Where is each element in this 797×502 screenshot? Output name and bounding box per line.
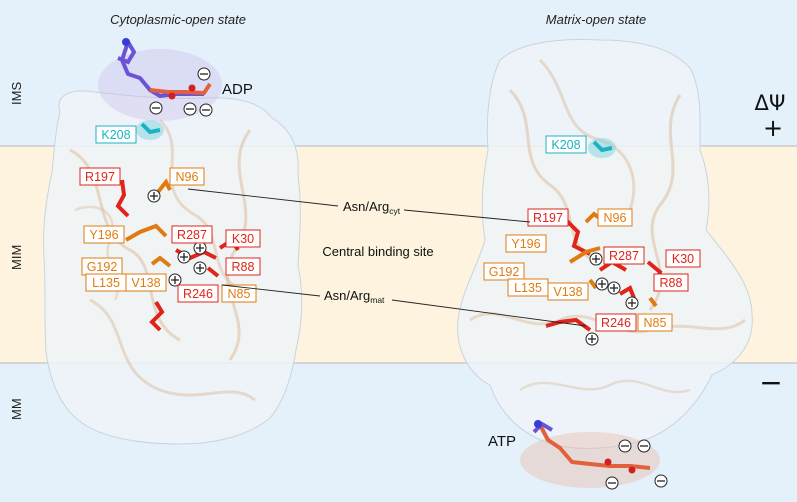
right-label-v138: V138 (553, 285, 582, 299)
left-label-r287: R287 (177, 228, 207, 242)
asn-arg-mat-subscript: mat (370, 295, 385, 305)
cytoplasmic-open-title: Cytoplasmic-open state (110, 12, 246, 27)
left-residue-labels: K208 R197 N96 Y196 R287 K30 G192 R88 L13… (79, 125, 261, 303)
asn-arg-mat-text: Asn/Arg (324, 288, 370, 303)
potential-minus-sign: − (759, 366, 782, 399)
right-label-y196: Y196 (511, 237, 540, 251)
right-label-r246: R246 (601, 316, 631, 330)
right-label-k208: K208 (551, 138, 580, 152)
left-positive-charges (147, 189, 207, 287)
atp-negative-charges (605, 439, 668, 490)
ims-label: IMS (9, 82, 24, 105)
central-binding-site-label: Central binding site (322, 244, 433, 259)
adp-negative-charges (149, 67, 213, 117)
right-label-n96: N96 (604, 211, 627, 225)
left-label-r197: R197 (85, 170, 115, 184)
right-residue-labels: K208 R197 N96 Y196 R287 K30 G192 L135 V1… (483, 135, 701, 332)
asn-arg-mat-label: Asn/Argmat (324, 288, 385, 305)
left-label-v138: V138 (131, 276, 160, 290)
connector-lines (187, 188, 587, 327)
atp-label: ATP (488, 433, 516, 450)
mm-label: MM (9, 398, 24, 420)
mim-label: MIM (9, 245, 24, 270)
right-label-r287: R287 (609, 249, 639, 263)
right-label-r88: R88 (660, 276, 683, 290)
asn-arg-cyt-label: Asn/Argcyt (343, 199, 401, 216)
left-label-y196: Y196 (89, 228, 118, 242)
right-positive-charges (585, 252, 639, 346)
left-label-r246: R246 (183, 287, 213, 301)
asn-arg-cyt-text: Asn/Arg (343, 199, 389, 214)
left-label-l135: L135 (92, 276, 120, 290)
left-label-n96: N96 (176, 170, 199, 184)
delta-psi-label: ΔΨ (755, 91, 786, 115)
right-protein-surface (457, 39, 753, 449)
matrix-open-title: Matrix-open state (546, 12, 646, 27)
right-label-r197: R197 (533, 211, 563, 225)
adp-label: ADP (222, 81, 253, 98)
right-label-l135: L135 (514, 281, 542, 295)
right-label-k30: K30 (672, 252, 694, 266)
left-label-k30: K30 (232, 232, 254, 246)
left-label-n85: N85 (228, 287, 251, 301)
right-label-n85: N85 (644, 316, 667, 330)
left-label-g192: G192 (87, 260, 118, 274)
left-label-k208: K208 (101, 128, 130, 142)
potential-plus-sign: + (763, 114, 783, 142)
left-label-r88: R88 (232, 260, 255, 274)
asn-arg-cyt-subscript: cyt (389, 206, 401, 216)
right-label-g192: G192 (489, 265, 520, 279)
